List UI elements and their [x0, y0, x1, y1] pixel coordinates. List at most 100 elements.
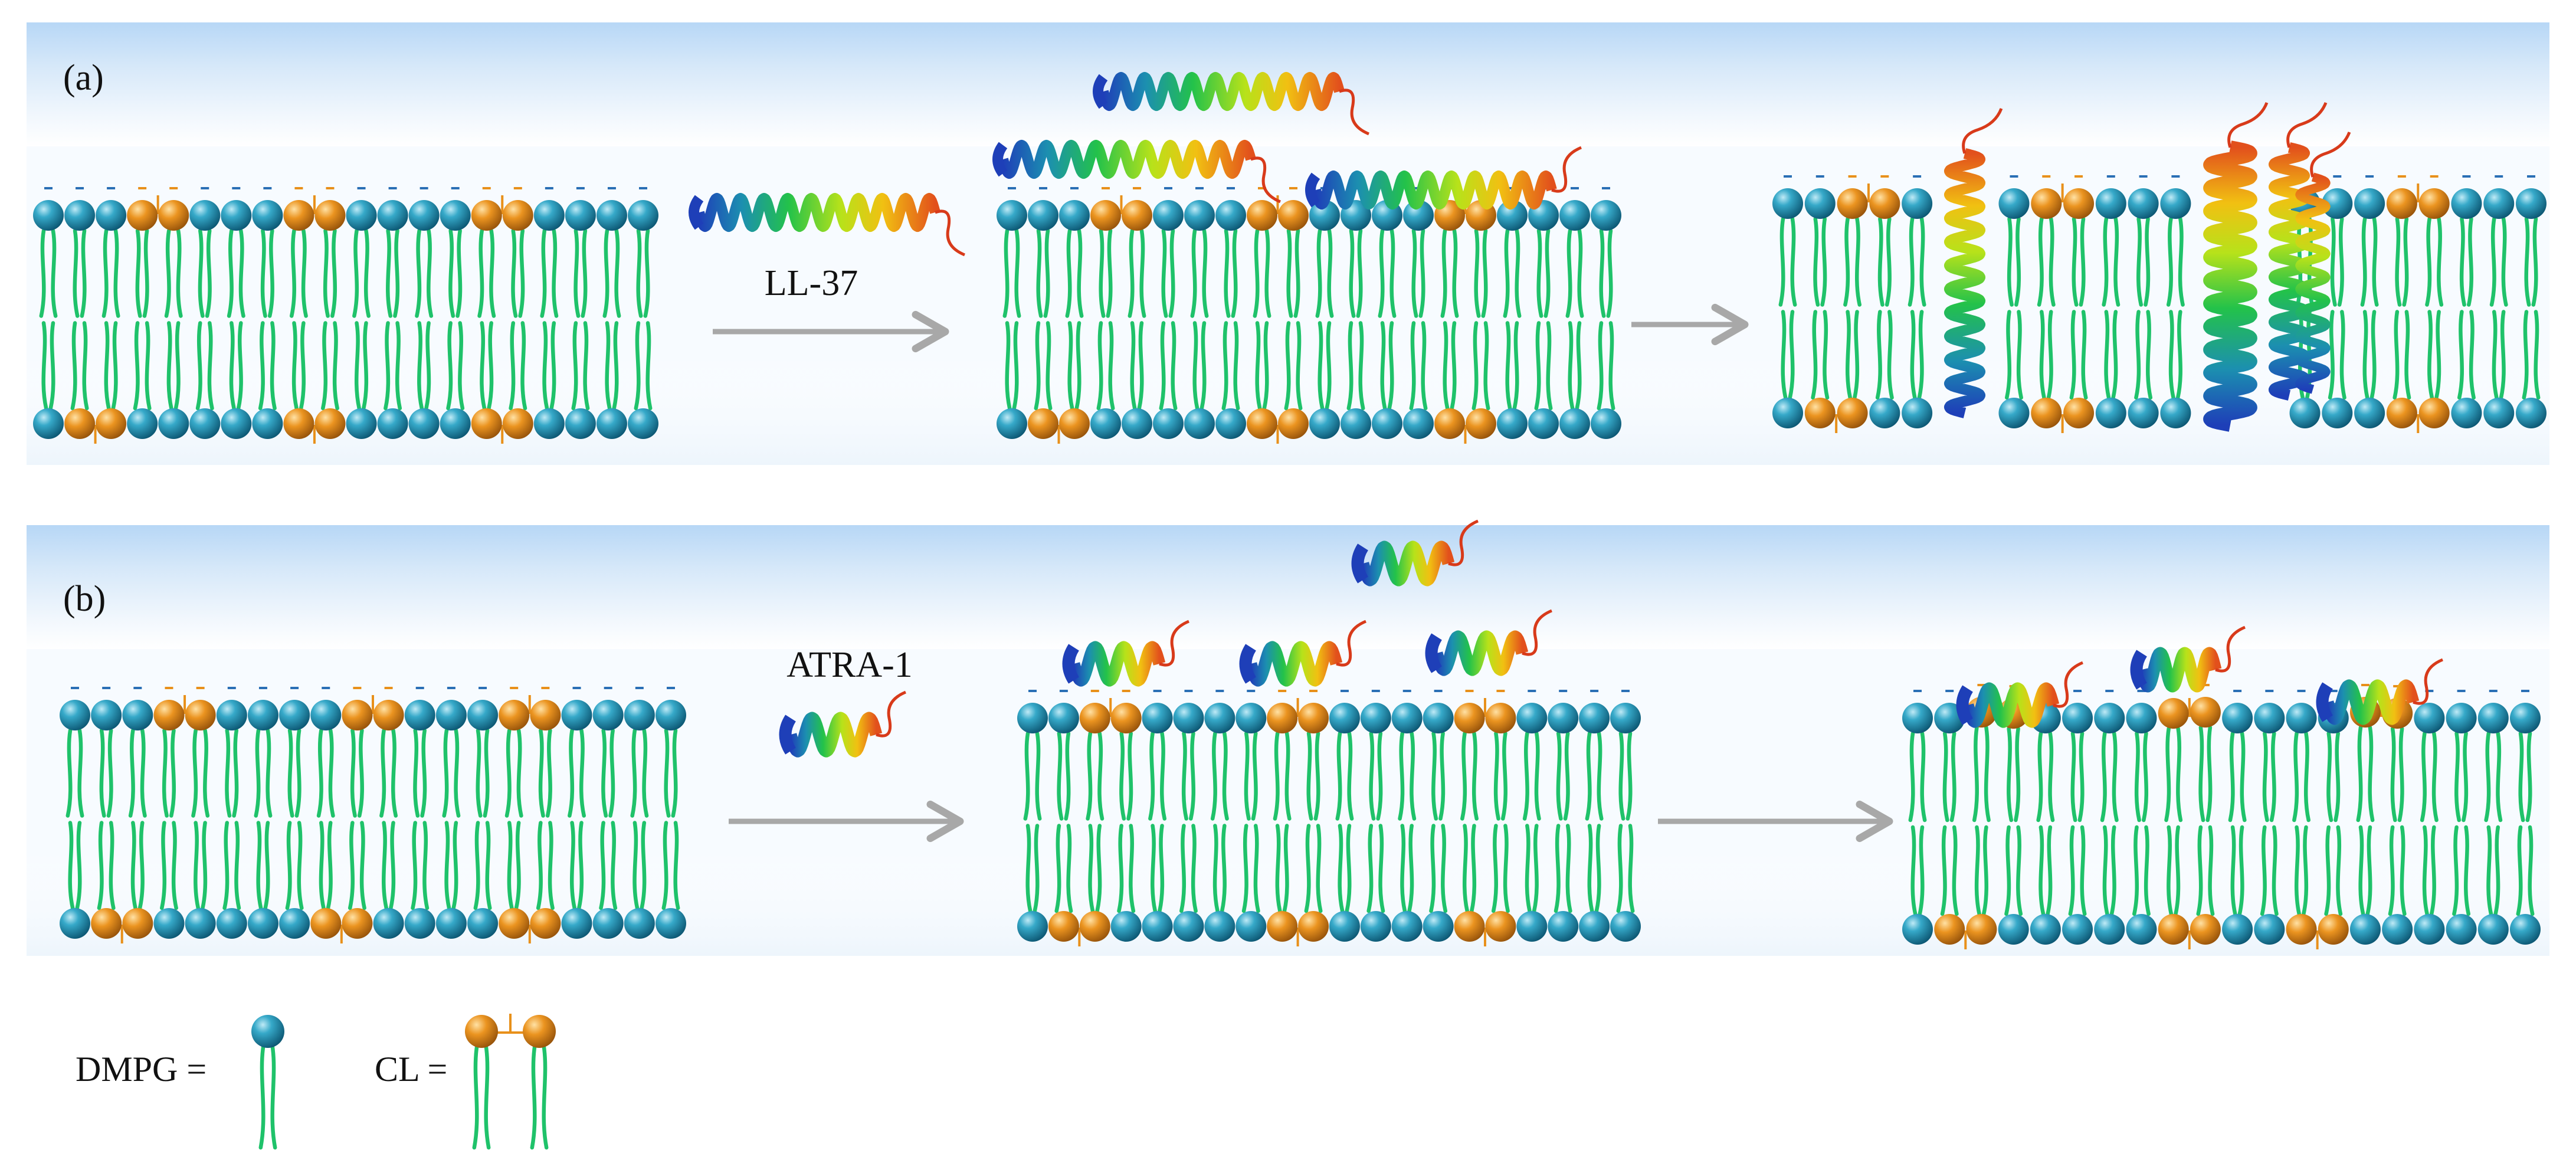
lipid-tail [1409, 321, 1416, 411]
lipid-tail [289, 228, 296, 318]
lipid-tail [2069, 310, 2076, 400]
dmpg-headgroup [2477, 914, 2509, 945]
lipid-tail [2422, 825, 2429, 916]
dmpg-headgroup [1423, 911, 1454, 942]
dmpg-headgroup [1341, 408, 1371, 439]
lipid-tail [2070, 731, 2077, 823]
lipid-tail [1190, 228, 1197, 318]
lipid-tail [632, 821, 640, 910]
lipid-tail [2205, 725, 2213, 823]
peptide-n-term [779, 715, 797, 755]
dmpg-headgroup [2510, 703, 2541, 733]
dmpg-headgroup [1184, 408, 1215, 439]
dmpg-headgroup [656, 700, 686, 730]
lipid-tail [1316, 824, 1323, 913]
lipid-tail [2100, 731, 2107, 823]
lipid-tail [640, 821, 647, 910]
lipid-tail [1034, 321, 1041, 411]
lipid-tail [2079, 217, 2086, 307]
lipid-tail [1002, 228, 1010, 318]
dmpg-headgroup [1122, 408, 1152, 439]
lipid-tail [1366, 824, 1374, 913]
lipid-tail [254, 728, 261, 818]
lipid-tail [472, 1045, 479, 1150]
lipid-tail [173, 321, 181, 411]
lipid-tail [516, 728, 523, 818]
cl-headgroup [122, 908, 153, 939]
lipid-tail [1441, 824, 1448, 913]
lipid-tail [2104, 310, 2111, 400]
cl-headgroup [499, 908, 530, 939]
atra1-peptide-inserted-3 [2316, 658, 2444, 725]
lipid-tail [2176, 726, 2183, 823]
lipid-tail [2336, 825, 2343, 916]
lipid-tail [1119, 731, 1126, 821]
lipid-tail [2501, 217, 2508, 307]
dmpg-headgroup [1772, 398, 1803, 428]
lipid-tail [171, 821, 178, 910]
lipid-tail [473, 821, 480, 910]
cl-headgroup [1434, 408, 1465, 439]
dmpg-headgroup [596, 200, 627, 231]
lipid-tail [514, 821, 521, 910]
helix-peptide-icon [1098, 72, 1345, 111]
lipid-tail [1233, 321, 1240, 411]
lipid-tail [2007, 726, 2014, 823]
lipid-tail [2534, 310, 2541, 400]
lipid-tail [542, 1045, 549, 1150]
lipid-tail [1474, 228, 1481, 318]
peptide-n-term [1239, 644, 1257, 684]
lipid-tail [176, 228, 183, 318]
lipid-tail [1565, 824, 1572, 913]
lipid-tail [2080, 825, 2087, 916]
lipid-tail [1181, 731, 1188, 821]
lipid-tail [2528, 825, 2535, 916]
dmpg-headgroup [2128, 188, 2159, 219]
lipid-tail [1407, 824, 1414, 913]
lipid-tail [444, 821, 451, 910]
lipid-tail [1471, 321, 1479, 411]
lipid-tail [299, 321, 306, 411]
dmpg-headgroup [2354, 188, 2385, 219]
lipid-tail [2395, 217, 2402, 307]
lipid-tail [2393, 310, 2400, 400]
cl-headgroup [310, 908, 342, 939]
lipid-tail [104, 321, 111, 411]
lipid-tail [328, 728, 335, 818]
lipid-tail [1845, 310, 1853, 400]
lipid-tail [1148, 731, 1155, 821]
dmpg-headgroup [435, 908, 467, 939]
lipid-tail [301, 228, 308, 318]
atra1-label: ATRA-1 [786, 645, 913, 685]
lipid-tail [1877, 217, 1885, 307]
cl-headgroup [373, 700, 404, 730]
lipid-tail [1043, 228, 1050, 318]
lipid-tail [1534, 321, 1541, 411]
cl-headgroup [1869, 188, 1900, 219]
lipid-tail [195, 321, 202, 411]
cl-headgroup [471, 200, 502, 231]
cl-headgroup [2418, 188, 2450, 219]
lipid-tail [1199, 321, 1207, 411]
lipid-tail [393, 228, 400, 318]
dmpg-headgroup [2095, 188, 2126, 219]
dmpg-headgroup [2451, 188, 2482, 219]
lipid-tail [2081, 310, 2088, 400]
lipid-tail [2294, 825, 2301, 916]
lipid-tail [1137, 321, 1144, 411]
lipid-tail [1325, 321, 1332, 411]
cl-headgroup [1485, 703, 1516, 733]
lipid-tail [1813, 217, 1820, 307]
lipid-tail [483, 728, 490, 818]
membrane-a3 [1772, 175, 2546, 433]
lipid-tail [1443, 321, 1450, 411]
peptide-n-term [1305, 172, 1320, 208]
lipid-tail [130, 821, 137, 910]
lipid-tail [601, 728, 608, 818]
lipid-tail [1411, 228, 1418, 318]
lipid-tail [354, 321, 361, 411]
dmpg-headgroup [2094, 703, 2125, 733]
lipid-tail [1212, 824, 1220, 913]
lipid-tail [1440, 228, 1447, 318]
cl-headgroup [530, 908, 561, 939]
